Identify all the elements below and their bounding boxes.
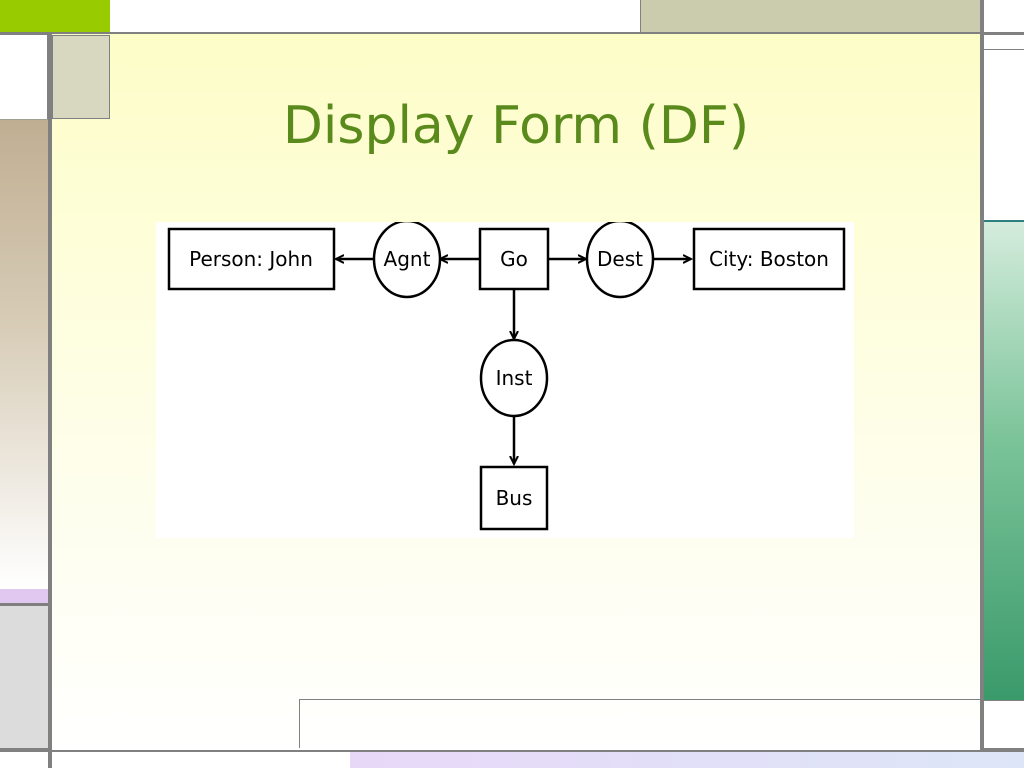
relation-circle-inst bbox=[479, 338, 549, 418]
relation-circle-dest bbox=[585, 222, 655, 299]
relation-circle-agnt bbox=[372, 222, 442, 299]
concept-label-bus: Bus bbox=[496, 486, 533, 510]
top-gray-block bbox=[641, 0, 980, 32]
top-right-line bbox=[980, 32, 1024, 35]
concept-box-bus bbox=[479, 465, 549, 531]
inner-gray-block bbox=[52, 35, 110, 119]
page-title: Display Form (DF) bbox=[282, 96, 750, 156]
concept-box-person bbox=[167, 227, 336, 291]
left-white-strip bbox=[0, 35, 48, 119]
bottom-frame-line bbox=[0, 748, 1024, 752]
concept-box-city bbox=[692, 227, 846, 291]
left-lavender-stripe bbox=[0, 589, 48, 603]
concept-label-city: City: Boston bbox=[709, 247, 829, 271]
relation-label-inst: Inst bbox=[496, 366, 533, 390]
left-frame-line bbox=[48, 32, 52, 768]
bottom-lavender-bar bbox=[350, 752, 1024, 768]
corner-green-block bbox=[0, 0, 110, 32]
concept-label-go: Go bbox=[500, 247, 528, 271]
concept-box-go bbox=[478, 227, 550, 291]
left-lightgray-block bbox=[0, 606, 48, 748]
right-frame-line bbox=[980, 0, 984, 768]
right-bottom-white bbox=[984, 700, 1024, 748]
top-frame-line bbox=[0, 32, 1024, 35]
relation-label-dest: Dest bbox=[597, 247, 643, 271]
left-gray-strip bbox=[0, 603, 48, 606]
conceptual-graph-diagram: Person: John Go City: Boston Bus Agnt De… bbox=[167, 222, 846, 531]
right-teal-stripe bbox=[984, 220, 1024, 700]
right-white-strip bbox=[984, 50, 1024, 220]
left-tan-stripe bbox=[0, 119, 48, 589]
bottom-outline-box bbox=[299, 699, 980, 748]
concept-label-person: Person: John bbox=[189, 247, 313, 271]
relation-label-agnt: Agnt bbox=[384, 247, 431, 271]
